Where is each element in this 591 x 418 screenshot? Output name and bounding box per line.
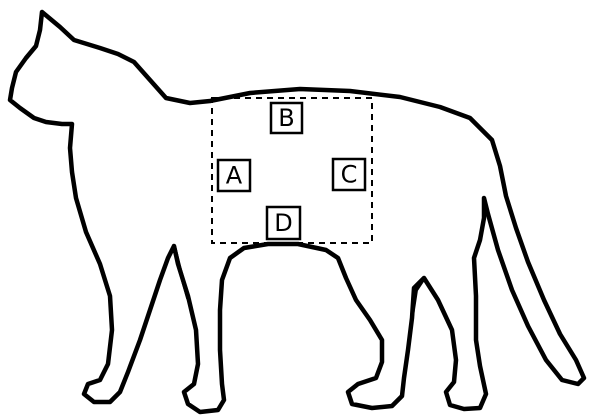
label-a: A — [218, 160, 250, 191]
label-a-text: A — [226, 162, 243, 190]
label-b: B — [271, 103, 302, 133]
label-b-text: B — [278, 104, 294, 132]
label-d-text: D — [274, 209, 292, 237]
label-d: D — [267, 207, 300, 239]
label-c: C — [333, 159, 365, 190]
label-c-text: C — [341, 161, 358, 189]
